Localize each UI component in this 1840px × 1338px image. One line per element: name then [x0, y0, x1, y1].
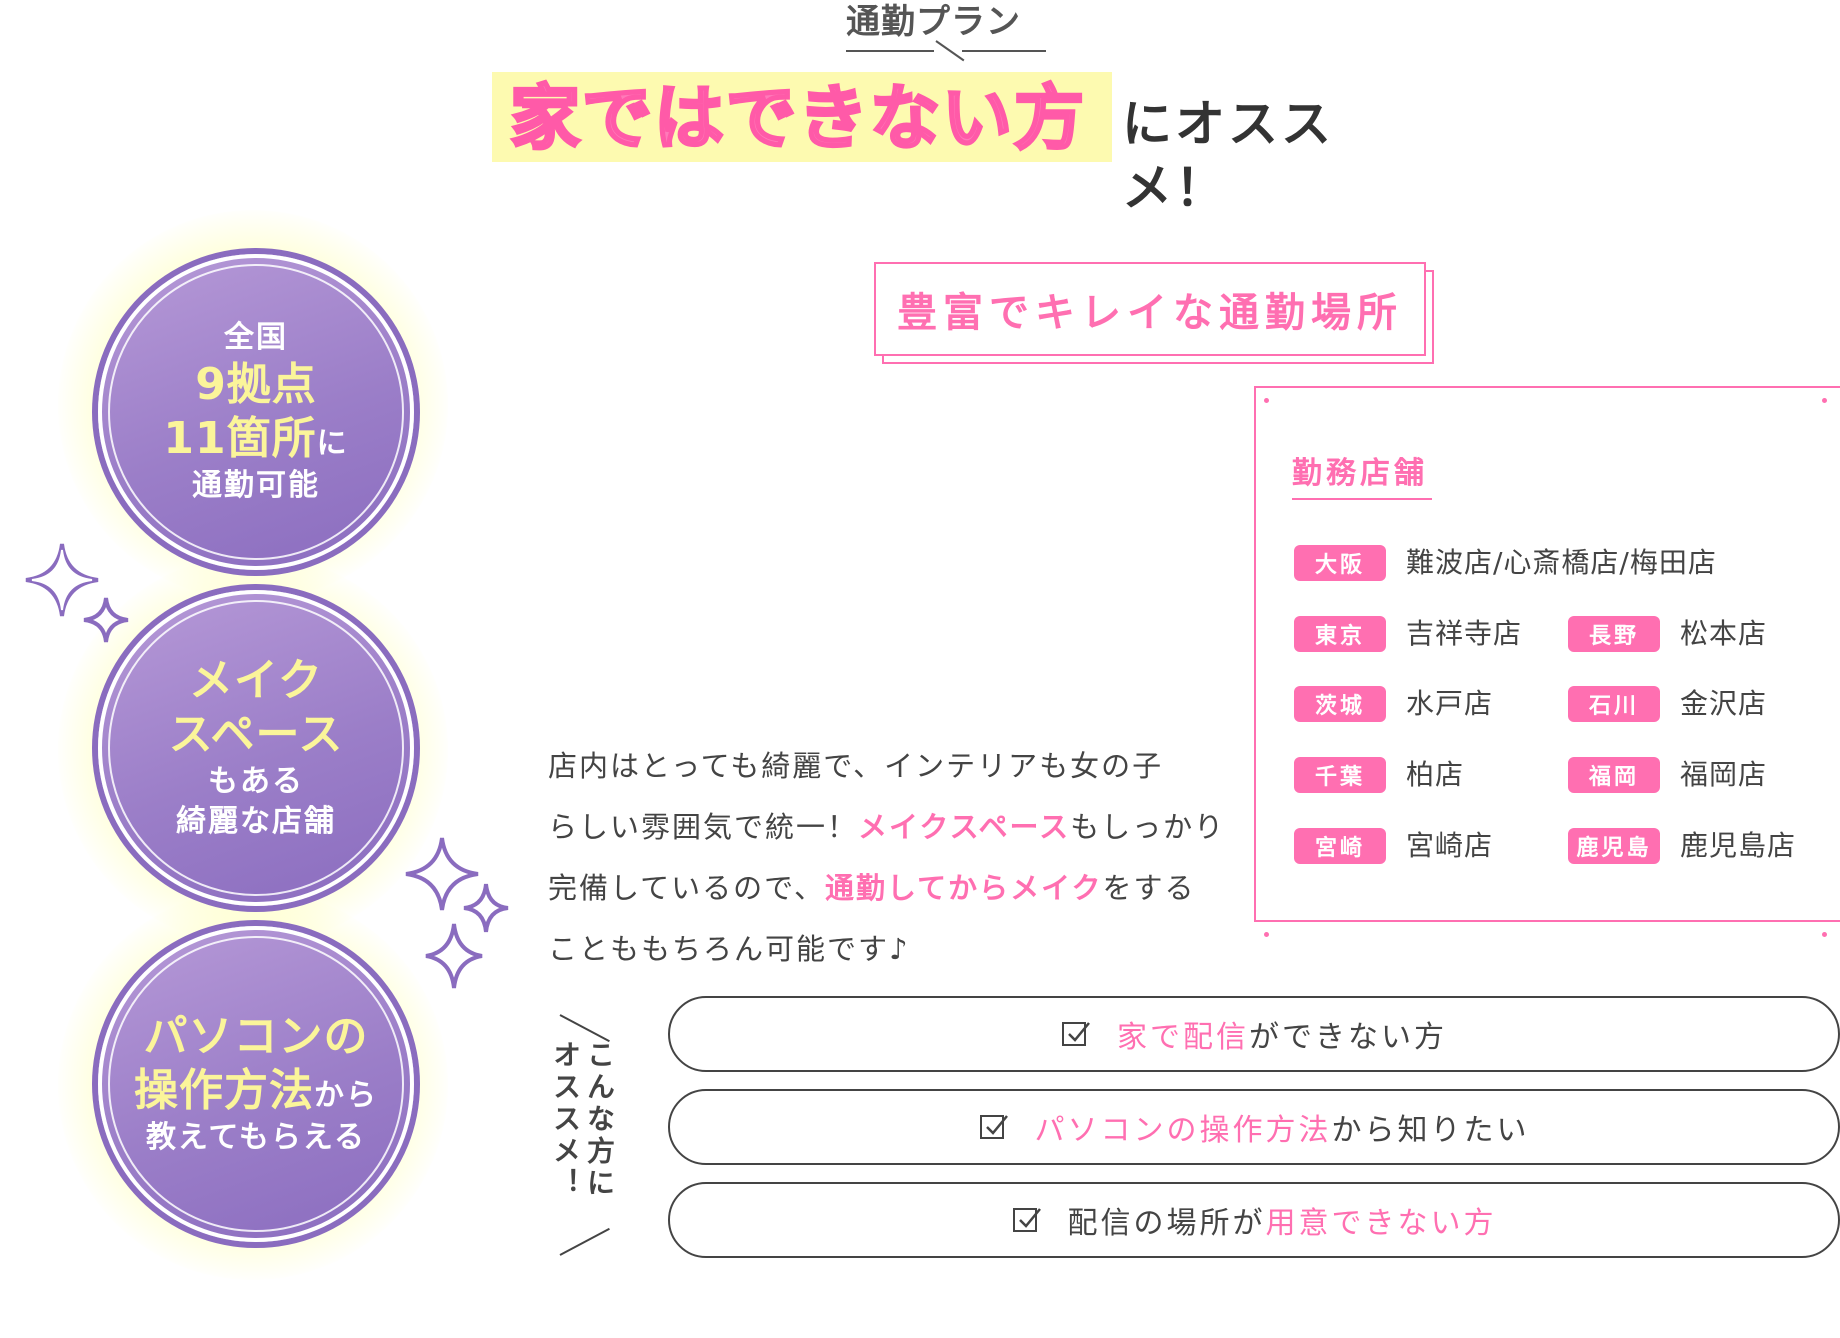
shop-list-chiba: 柏店 [1406, 758, 1465, 791]
desc-part: らしい雰囲気で統一！ [548, 810, 859, 844]
shop-list-tokyo: 吉祥寺店 [1406, 617, 1523, 650]
desc-part: ことももちろん可能です♪ [548, 932, 910, 966]
pref-badge-fukuoka: 福岡 [1568, 757, 1660, 793]
pref-badge-miyazaki: 宮崎 [1294, 828, 1386, 864]
shop-list-miyazaki: 宮崎店 [1406, 829, 1494, 862]
feature-circle-pc: パソコンの 操作方法から 教えてもらえる [98, 926, 414, 1242]
recommend-item-text: 配信の場所が [1067, 1206, 1266, 1241]
headline-highlight-box [492, 72, 1112, 162]
headline-suffix: にオススメ！ [1122, 95, 1334, 217]
pref-badge-nagano: 長野 [1568, 616, 1660, 652]
desc-highlight-commute-makeup: 通勤してからメイク [824, 871, 1103, 905]
recommend-item-text: から知りたい [1331, 1113, 1530, 1148]
recommend-item-highlight: パソコンの操作方法 [1034, 1113, 1332, 1148]
desc-highlight-makeup-space: メイクスペース [858, 810, 1071, 844]
pref-badge-tokyo: 東京 [1294, 616, 1386, 652]
corner-dot [1822, 932, 1827, 937]
corner-dot [1822, 398, 1827, 403]
underline-right [962, 50, 1046, 52]
sparkle-icon [405, 837, 509, 989]
feature-circle-locations: 全国 9拠点 11箇所に 通勤可能 [98, 254, 414, 570]
circle-ring [108, 264, 404, 560]
plan-label: 通勤プラン [846, 0, 1046, 62]
checkbox-checked-icon [1012, 1208, 1041, 1232]
recommend-item: 配信の場所が用意できない方 [668, 1182, 1840, 1258]
desc-part: 店内はとっても綺麗で、インテリアも女の子 [548, 749, 1164, 783]
corner-dot [1264, 398, 1269, 403]
desc-part: 完備しているので、 [548, 871, 825, 905]
store-panel-title: 勤務店舗 [1292, 456, 1428, 491]
circle-ring [108, 600, 404, 896]
recommend-divider-top [559, 1014, 610, 1043]
underline-left [846, 50, 934, 52]
recommend-item-highlight: 家で配信 [1117, 1020, 1249, 1055]
recommend-divider-bottom [559, 1227, 610, 1256]
desc-part: もしっかり [1070, 810, 1226, 844]
corner-dot [1264, 932, 1269, 937]
checkbox-checked-icon [979, 1115, 1008, 1139]
recommend-item-text: ができない方 [1249, 1020, 1447, 1055]
underline-slash [935, 40, 965, 62]
feature-circle-makeup: メイク スペース もある 綺麗な店舗 [98, 590, 414, 906]
recommend-item-highlight: 用意できない方 [1265, 1206, 1497, 1241]
headline-highlight-text: 家ではできない方 [509, 76, 1086, 161]
shop-list-osaka: 難波店/心斎橋店/梅田店 [1406, 546, 1717, 579]
checkbox-checked-icon [1062, 1022, 1090, 1046]
recommend-label: こんな方にオススメ！ [549, 1040, 616, 1200]
stores-heading-tag: 豊富でキレイな通勤場所 [874, 262, 1426, 356]
shop-list-fukuoka: 福岡店 [1680, 758, 1768, 791]
pref-badge-ishikawa: 石川 [1568, 686, 1660, 722]
recommend-item: 家で配信ができない方 [668, 996, 1840, 1072]
recommend-item: パソコンの操作方法から知りたい [668, 1089, 1840, 1165]
shop-list-nagano: 松本店 [1680, 617, 1768, 650]
plan-label-text: 通勤プラン [846, 2, 1021, 42]
shop-list-kagoshima: 鹿児島店 [1680, 829, 1797, 862]
pref-badge-osaka: 大阪 [1294, 545, 1386, 581]
pref-badge-kagoshima: 鹿児島 [1568, 828, 1660, 864]
store-panel-title-underline [1292, 498, 1432, 500]
shop-list-ibaraki: 水戸店 [1406, 687, 1494, 720]
circle-ring [108, 936, 404, 1232]
pref-badge-ibaraki: 茨城 [1294, 686, 1386, 722]
sparkle-icon [25, 543, 129, 643]
shop-list-ishikawa: 金沢店 [1680, 687, 1768, 720]
desc-part: をする [1102, 871, 1196, 905]
pref-badge-chiba: 千葉 [1294, 757, 1386, 793]
description-text: 店内はとっても綺麗で、インテリアも女の子 らしい雰囲気で統一！メイクスペースもし… [548, 736, 1228, 968]
